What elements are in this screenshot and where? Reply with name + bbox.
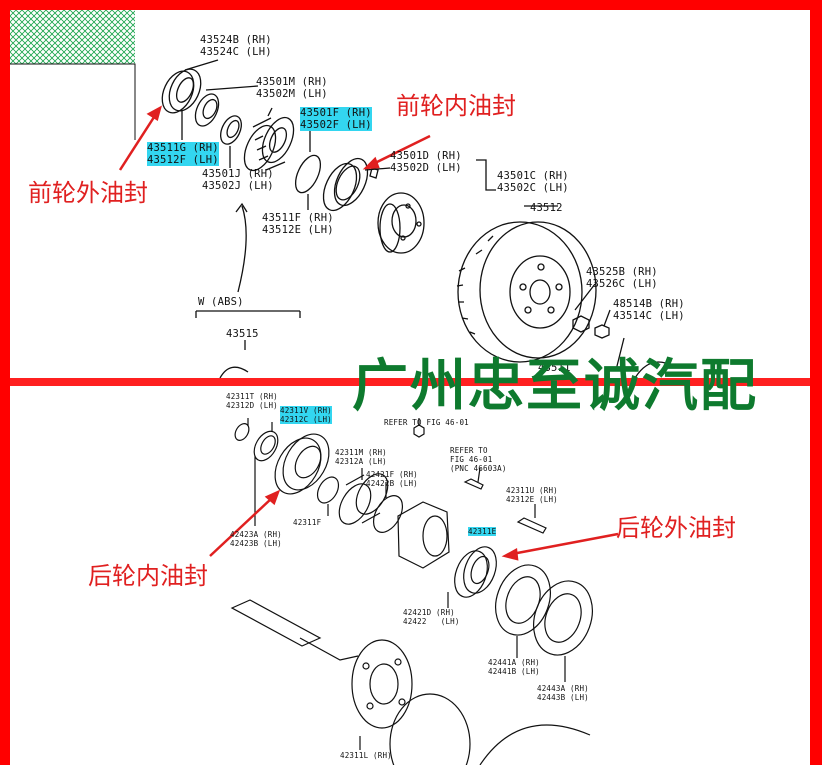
part-42311u: 42311U (RH) 42312E (LH) [506,486,558,504]
lower-bracket-part [634,361,674,378]
brake-drum-part [389,693,591,765]
stud-bolt-part [516,517,547,534]
part-42441a: 42441A (RH) 42441B (LH) [488,658,540,676]
part-42311f: 42311F [293,518,322,527]
washer-part [594,324,610,339]
front-inner-bearing-part [243,116,295,172]
rear-inner-seal-arrowhead [264,489,281,506]
part-42311t: 42311T (RH) 42312D (LH) [226,392,278,410]
cotter-pin-part [615,337,625,371]
front-hub-drawing [10,10,674,378]
front-inner-seal-part [322,157,369,212]
axle-shaft-part [230,599,413,729]
part-43501d: 43501D (RH) 43502D (LH) [390,150,462,174]
rear-inner-seal-part [274,433,330,495]
front-inner-seal-arrowhead [362,156,380,170]
brake-disc-part [456,221,597,363]
abs-sensor-part [219,366,249,378]
rear-plate-part [533,580,593,656]
rear-outer-seal-part [454,546,497,598]
front-inner-seal-annotation: 前轮内油封 [396,92,516,120]
front-outer-seal-part [194,93,220,127]
hub-nut-part [572,315,590,333]
front-inner-seal-arrow [372,134,431,166]
part-43501j: 43501J (RH) 43502J (LH) [202,168,274,192]
abs-wire [237,205,247,293]
retainer-ring-part [234,423,250,441]
shop-watermark: 广州忠至诚汽配 [352,354,758,419]
part-42311m: 42311M (RH) 42312A (LH) [335,448,387,466]
part-42443a: 42443A (RH) 42443B (LH) [537,684,589,702]
front-hub-part [377,192,425,254]
rear-outer-seal-annotation: 后轮外油封 [616,514,736,542]
part-42421f: 42421F (RH) 42422B (LH) [366,470,418,488]
abs-label: W (ABS) [198,296,244,308]
rear-ring-part [316,476,340,504]
part-43512: 43512 [530,202,563,214]
rear-outer-seal-arrowhead [501,548,519,561]
part-42421d: 42421D (RH) 42422 (LH) [403,608,460,626]
part-48514b: 48514B (RH) 43514C (LH) [613,298,685,322]
panel-divider [10,378,810,386]
part-43515: 43515 [226,328,259,340]
front-outer-seal-arrow [118,113,158,171]
part-42311v: 42311V (RH) 42312C (LH) [280,406,332,424]
part-43511f: 43511F (RH) 43512E (LH) [262,212,334,236]
rear-outer-seal-arrow [511,532,619,556]
front-outer-seal-annotation: 前轮外油封 [28,179,148,207]
inset-border [10,63,136,140]
rear-axle-drawing [209,418,619,765]
part-43525b: 43525B (RH) 43526C (LH) [586,266,658,290]
front-outer-seal-arrowhead [146,105,162,121]
refer-bolt-part [463,478,484,490]
part-43511: 43511 [538,362,571,374]
part-42311l: 42311L (RH) [340,751,392,760]
rear-axle-panel: 42311T (RH) 42312D (LH) 42311V (RH) 4231… [10,386,810,765]
snap-ring-part [294,154,322,194]
rear-inner-seal-annotation: 后轮内油封 [88,562,208,590]
hatched-inset [10,10,135,64]
refer-label-2: REFER TO FIG 46-01 (PNC 46603A) [450,446,507,473]
part-43501m: 43501M (RH) 43502M (LH) [256,76,328,100]
part-42423a: 42423A (RH) 42423B (LH) [230,530,282,548]
rear-inner-seal-part-a [253,430,279,462]
part-43501c: 43501C (RH) 43502C (LH) [497,170,569,194]
front-outer-bearing-part [220,115,242,145]
rear-gasket-part [495,564,551,636]
rear-inner-seal-arrow [209,497,273,557]
hub-cap-part [161,68,202,114]
abs-wire-arrow [235,202,248,213]
refer-label-1: REFER TO FIG 46-01 [384,418,469,427]
part-43511g: 43511G (RH) 43512F (LH) [147,142,219,166]
front-hub-panel: 43524B (RH) 43524C (LH) 43501M (RH) 4350… [10,10,810,378]
rear-hub-housing-part [397,501,450,569]
part-43524b: 43524B (RH) 43524C (LH) [200,34,272,58]
part-42311e: 42311E [468,527,497,536]
part-43501f: 43501F (RH) 43502F (LH) [300,107,372,131]
